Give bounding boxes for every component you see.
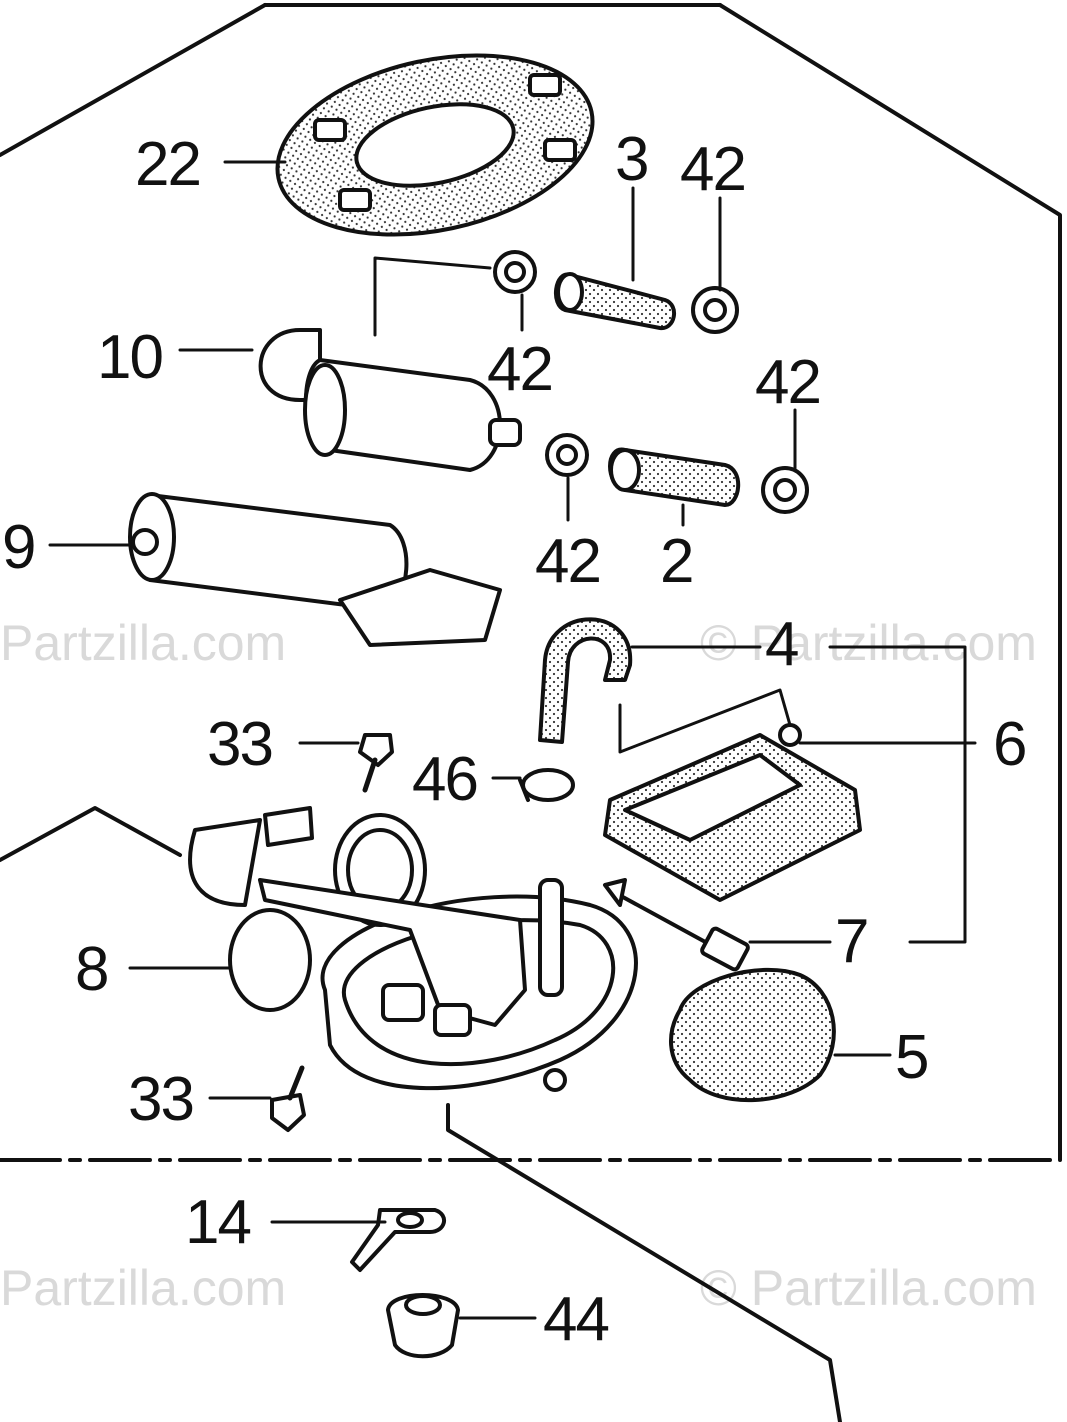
callout-22: 22 <box>135 130 200 199</box>
part-44-grommet <box>386 1293 460 1359</box>
part-5-filter-sock <box>669 967 836 1103</box>
callout-33: 33 <box>207 710 272 779</box>
callout-2: 2 <box>660 527 692 596</box>
part-42-clamp <box>761 466 809 514</box>
callout-14: 14 <box>185 1188 250 1257</box>
callout-42: 42 <box>680 135 745 204</box>
watermark: Partzilla.com <box>0 615 286 671</box>
part-33-bolt <box>270 1065 306 1132</box>
watermark: © Partzilla.com <box>700 1260 1037 1316</box>
watermark: © Partzilla.com <box>700 615 1037 671</box>
callout-42: 42 <box>535 527 600 596</box>
part-4-bent-hose <box>538 617 633 744</box>
callout-10: 10 <box>97 323 162 392</box>
part-7-bolt <box>603 878 750 972</box>
callout-42: 42 <box>755 348 820 417</box>
watermark: Partzilla.com <box>0 1260 286 1316</box>
callout-42: 42 <box>487 335 552 404</box>
callout-5: 5 <box>895 1023 927 1092</box>
callout-9: 9 <box>2 513 34 582</box>
callout-4: 4 <box>765 610 798 679</box>
part-42-clamp <box>691 286 739 334</box>
part-22-gasket-plate <box>275 53 595 237</box>
callout-8: 8 <box>75 935 107 1004</box>
part-2-hose <box>608 447 741 507</box>
callout-7: 7 <box>835 907 867 976</box>
part-8-sender-assembly <box>188 806 638 1092</box>
part-33-bolt <box>358 733 394 793</box>
callout-3: 3 <box>615 125 647 194</box>
part-46-clip <box>518 768 575 802</box>
part-42-clamp <box>493 250 537 294</box>
part-10-fuel-filter <box>258 328 522 472</box>
callout-44: 44 <box>543 1285 608 1354</box>
leader-lines <box>48 160 977 1320</box>
assembly-boundary <box>0 3 1062 1422</box>
part-9-fuel-pump <box>128 492 502 647</box>
part-42-clamp <box>545 433 589 477</box>
part-6-bracket <box>603 723 862 902</box>
part-14-bracket <box>350 1208 446 1272</box>
callout-33: 33 <box>128 1065 193 1134</box>
callout-46: 46 <box>412 745 477 814</box>
callout-6: 6 <box>993 710 1025 779</box>
part-3-hose <box>553 272 676 330</box>
